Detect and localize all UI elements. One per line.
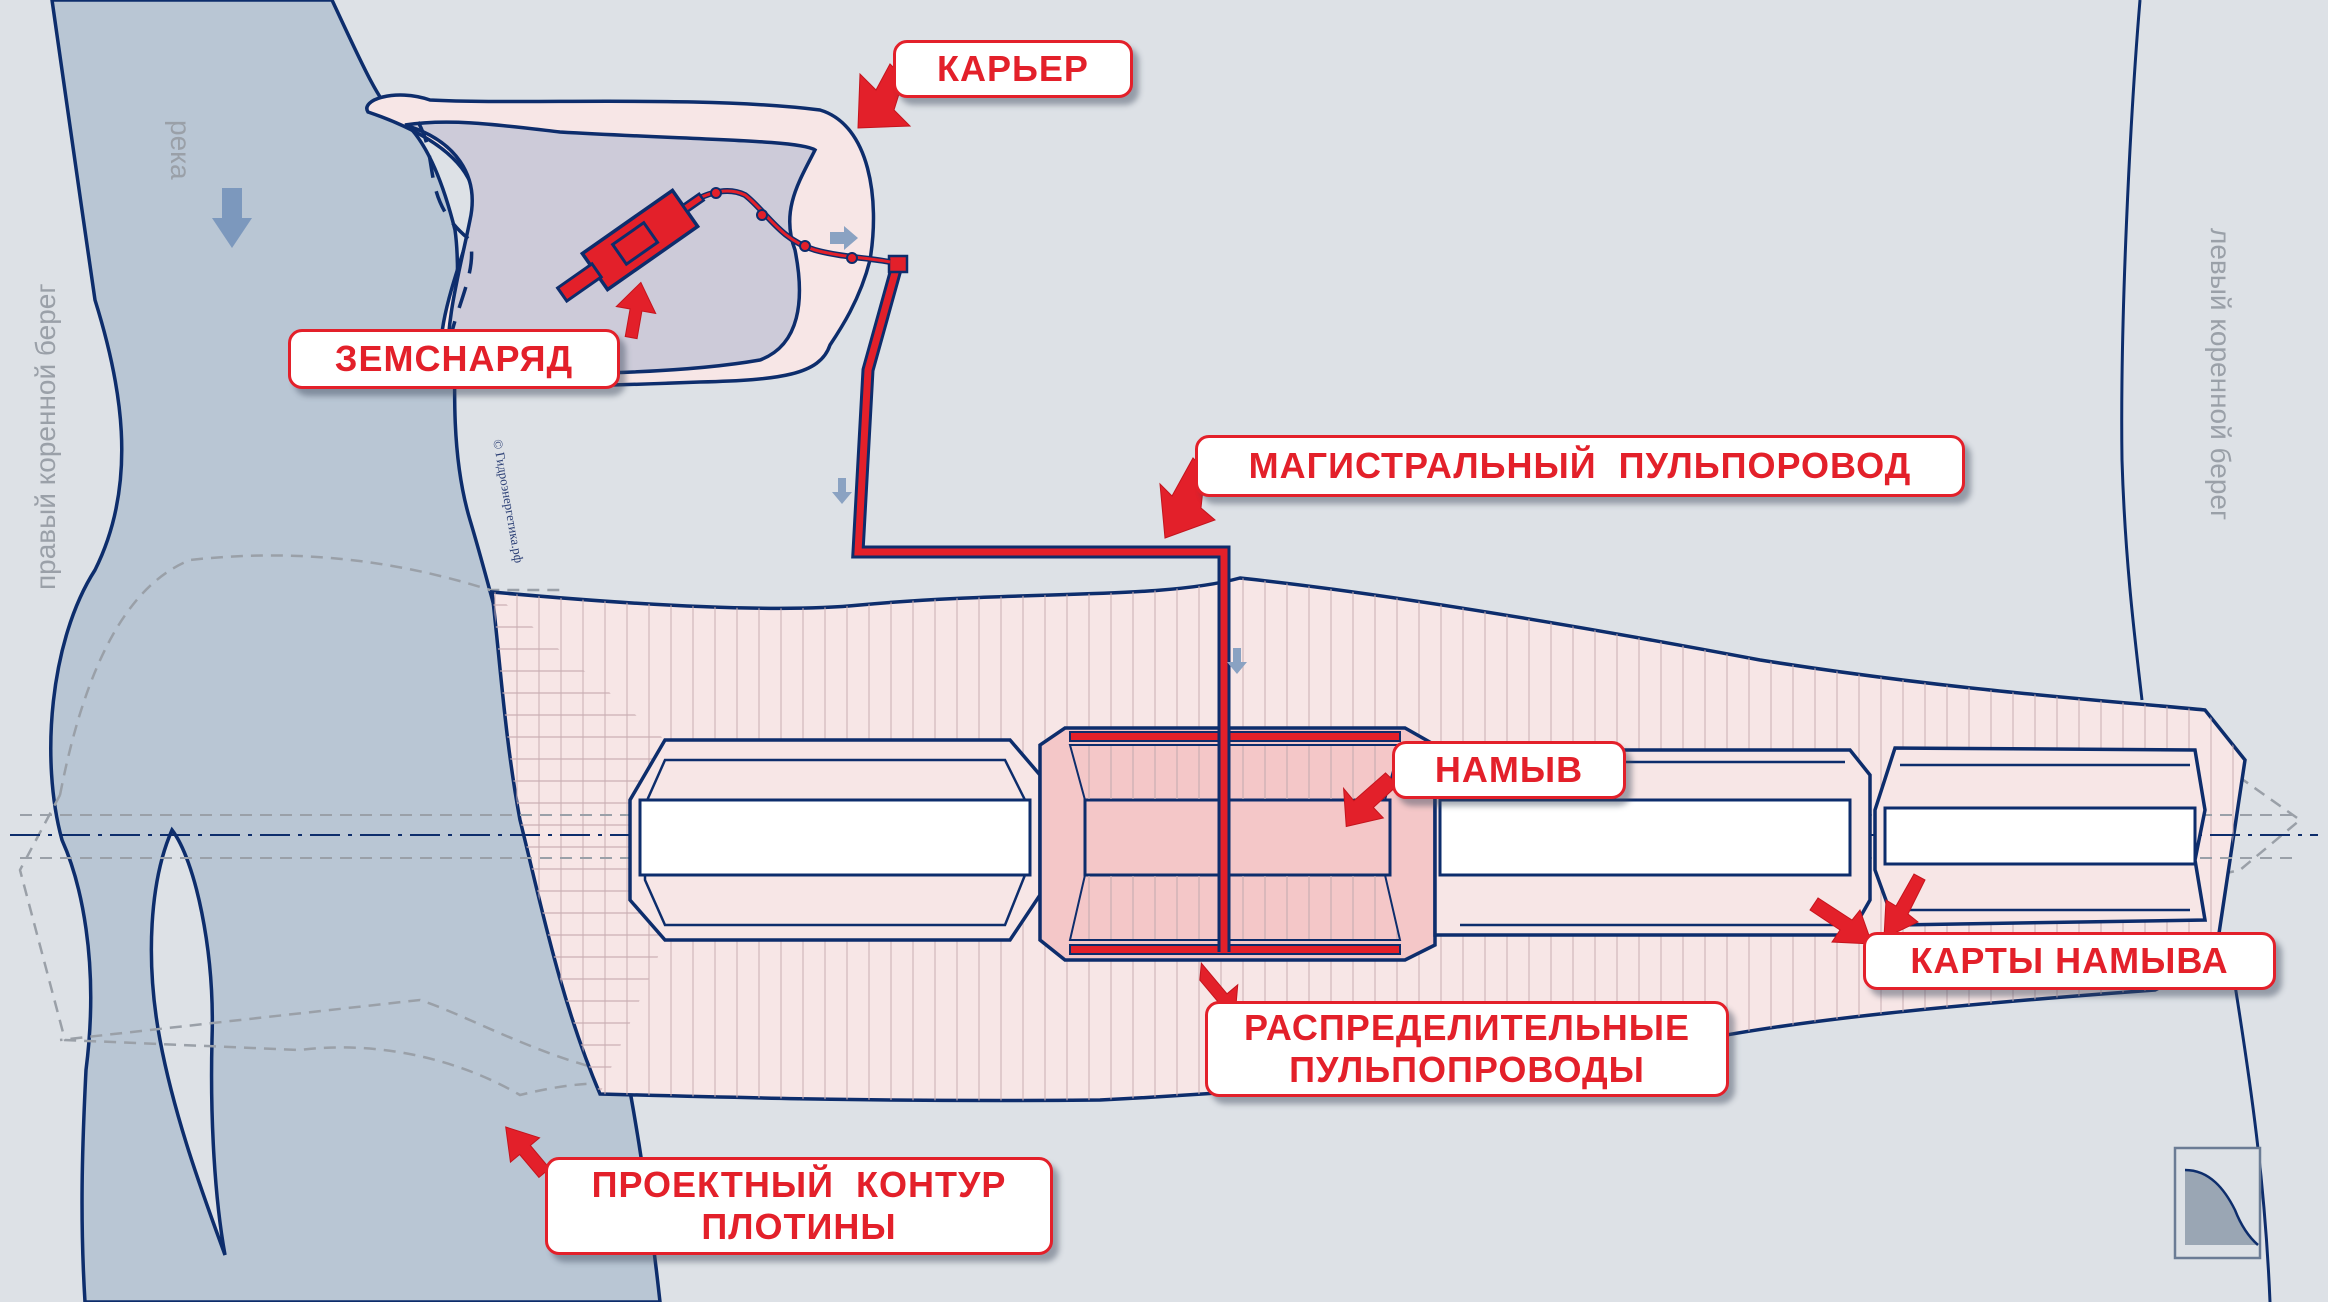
callout-distribution-pipelines: РАСПРЕДЕЛИТЕЛЬНЫЕ ПУЛЬПОПРОВОДЫ <box>1205 1001 1729 1097</box>
callout-main-pipeline: МАГИСТРАЛЬНЫЙ ПУЛЬПОРОВОД <box>1195 435 1965 497</box>
callout-main-pipeline-text: МАГИСТРАЛЬНЫЙ ПУЛЬПОРОВОД <box>1248 445 1912 486</box>
callout-alluvium-text: НАМЫВ <box>1434 749 1584 790</box>
callout-design-contour-line2: ПЛОТИНЫ <box>701 1206 897 1247</box>
callout-distribution-pipelines-line2: ПУЛЬПОПРОВОДЫ <box>1289 1049 1645 1090</box>
callout-quarry-text: КАРЬЕР <box>937 48 1089 89</box>
river-island <box>149 826 227 1256</box>
callout-design-contour: ПРОЕКТНЫЙ КОНТУР ПЛОТИНЫ <box>545 1157 1053 1255</box>
central-alluvium <box>1038 726 1437 962</box>
callout-quarry: КАРЬЕР <box>893 40 1133 98</box>
left-bank-line <box>2120 0 2144 701</box>
callout-distribution-pipelines-line1: РАСПРЕДЕЛИТЕЛЬНЫЕ <box>1243 1007 1691 1048</box>
left-bank-line-lower <box>2233 984 2272 1302</box>
callout-design-contour-line1: ПРОЕКТНЫЙ КОНТУР <box>591 1164 1007 1205</box>
dam-design-contour <box>18 554 661 1097</box>
pipeline-end-block <box>887 254 909 274</box>
callout-dredger: ЗЕМСНАРЯД <box>288 329 620 389</box>
callout-alluvium-maps-text: КАРТЫ НАМЫВА <box>1910 940 2229 981</box>
right-bank-land <box>0 0 60 1302</box>
left-bank-label: левый коренной берег <box>2205 228 2236 521</box>
callout-alluvium: НАМЫВ <box>1392 741 1626 799</box>
flow-arrow-icon <box>212 188 1247 674</box>
distribution-pipeline-bottom <box>1069 944 1401 955</box>
dam-profile-logo-icon <box>2173 1146 2262 1260</box>
callout-dredger-text: ЗЕМСНАРЯД <box>334 338 574 379</box>
callout-alluvium-maps: КАРТЫ НАМЫВА <box>1863 932 2276 990</box>
distribution-pipeline-top <box>1069 731 1401 742</box>
dredger-icon <box>555 187 706 304</box>
right-bank-label: правый коренной берег <box>30 283 61 590</box>
river-label: река <box>165 120 196 180</box>
